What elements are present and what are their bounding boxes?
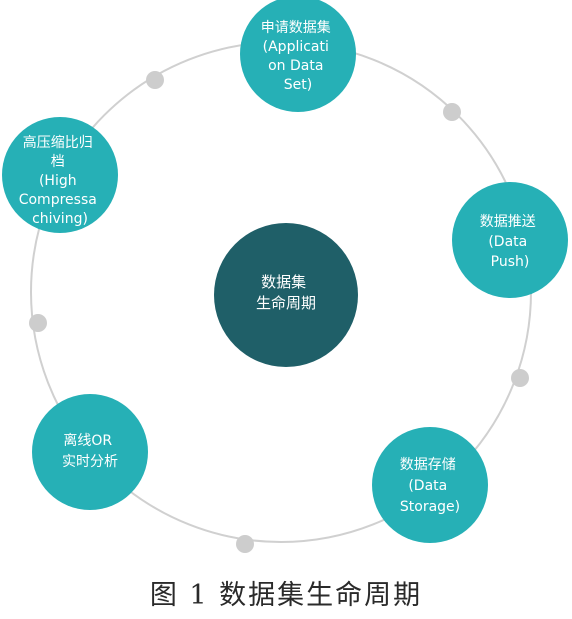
node-apply-line-1: 申请数据集 [261, 19, 331, 36]
node-offline-line-2: 实时分析 [62, 454, 118, 470]
connector-dot [146, 71, 164, 89]
node-apply-line-2: (Applicati [263, 39, 329, 55]
svg-text:高压缩比归 档 (High: 高压缩比归 档 (High Compressa chiving) [19, 134, 102, 227]
node-archive-line-3: (High [39, 173, 77, 189]
node-archive-line-1: 高压缩比归 [23, 134, 93, 151]
svg-text:申请数据集 (Applicati o: 申请数据集 (Applicati on Data Set) [261, 19, 335, 93]
connector-dot [443, 103, 461, 121]
node-push-line-2: (Data [488, 234, 527, 250]
node-apply-line-3: on Data [268, 58, 323, 74]
node-apply-line-4: Set) [284, 77, 312, 93]
svg-text:数据存储 (Data Storage: 数据存储 (Data Storage) [400, 457, 460, 515]
node-high-compression-archiving: 高压缩比归 档 (High Compressa chiving) [2, 117, 118, 233]
node-offline-analysis: 离线OR 实时分析 [32, 394, 148, 510]
svg-text:数据集 生命周期: 数据集 生命周期 [256, 273, 316, 312]
connector-dot [29, 314, 47, 332]
node-data-push: 数据推送 (Data Push) [452, 182, 568, 298]
node-apply-dataset: 申请数据集 (Applicati on Data Set) [240, 0, 356, 112]
node-data-storage: 数据存储 (Data Storage) [372, 427, 488, 543]
node-archive-line-5: chiving) [32, 211, 88, 227]
svg-text:离线OR 实时分析: 离线OR 实时分析 [62, 432, 118, 470]
node-push-line-1: 数据推送 [480, 214, 536, 230]
center-label-line-2: 生命周期 [256, 294, 316, 312]
center-label-line-1: 数据集 [261, 273, 306, 291]
figure-caption: 图 1 数据集生命周期 [149, 580, 423, 611]
center-node: 数据集 生命周期 [214, 223, 358, 367]
node-offline-line-1: 离线OR [63, 432, 112, 449]
node-archive-line-4: Compressa [19, 192, 97, 208]
svg-text:数据推送 (Data Push): 数据推送 (Data Push) [480, 214, 540, 270]
node-storage-line-2: (Data [408, 478, 447, 494]
node-push-line-3: Push) [491, 254, 530, 270]
node-storage-line-3: Storage) [400, 499, 460, 515]
node-archive-line-2: 档 [51, 154, 65, 170]
lifecycle-diagram: 数据集 生命周期 申请数据集 (Applicati on Data Set) 数… [2, 0, 568, 553]
connector-dot [511, 369, 529, 387]
connector-dot [236, 535, 254, 553]
node-storage-line-1: 数据存储 [400, 457, 456, 473]
